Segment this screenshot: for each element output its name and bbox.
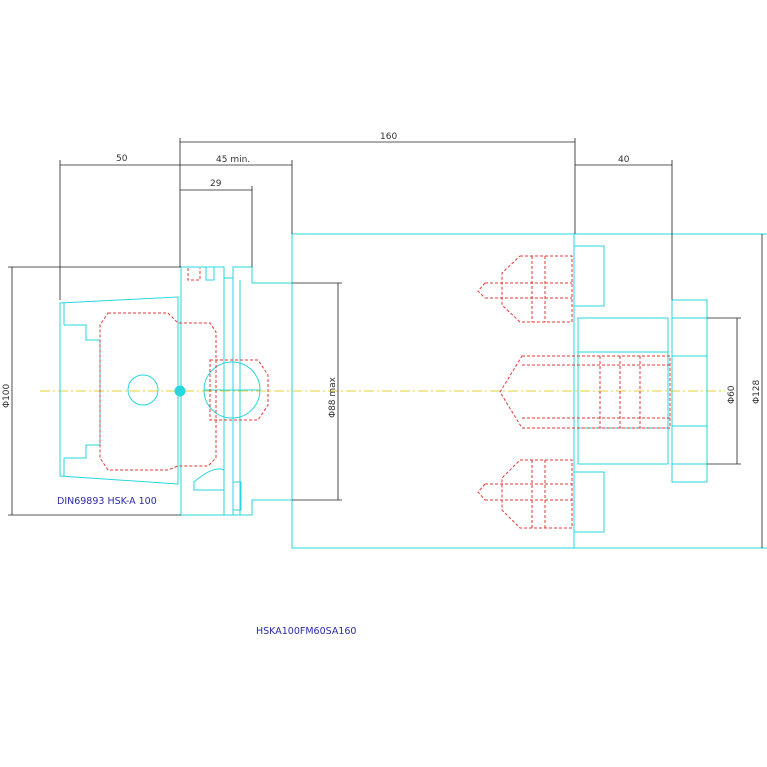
flange-outline <box>180 266 292 516</box>
dim-40: 40 <box>618 155 630 165</box>
dim-29: 29 <box>210 179 222 189</box>
dim-dia-128: Φ128 <box>752 379 762 404</box>
dim-160: 160 <box>380 132 397 142</box>
dim-45-min: 45 min. <box>216 155 250 165</box>
dim-dia-100: Φ100 <box>2 383 12 408</box>
standard-label: DIN69893 HSK-A 100 <box>57 496 157 507</box>
dim-50: 50 <box>116 154 128 164</box>
dim-dia-88-max: Φ88 max <box>328 376 338 418</box>
dimension-lines <box>8 138 763 548</box>
part-number-label: HSKA100FM60SA160 <box>256 626 356 637</box>
hidden-features <box>99 255 671 529</box>
dim-dia-60: Φ60 <box>727 385 737 404</box>
hsk-shank-outline <box>59 296 186 485</box>
